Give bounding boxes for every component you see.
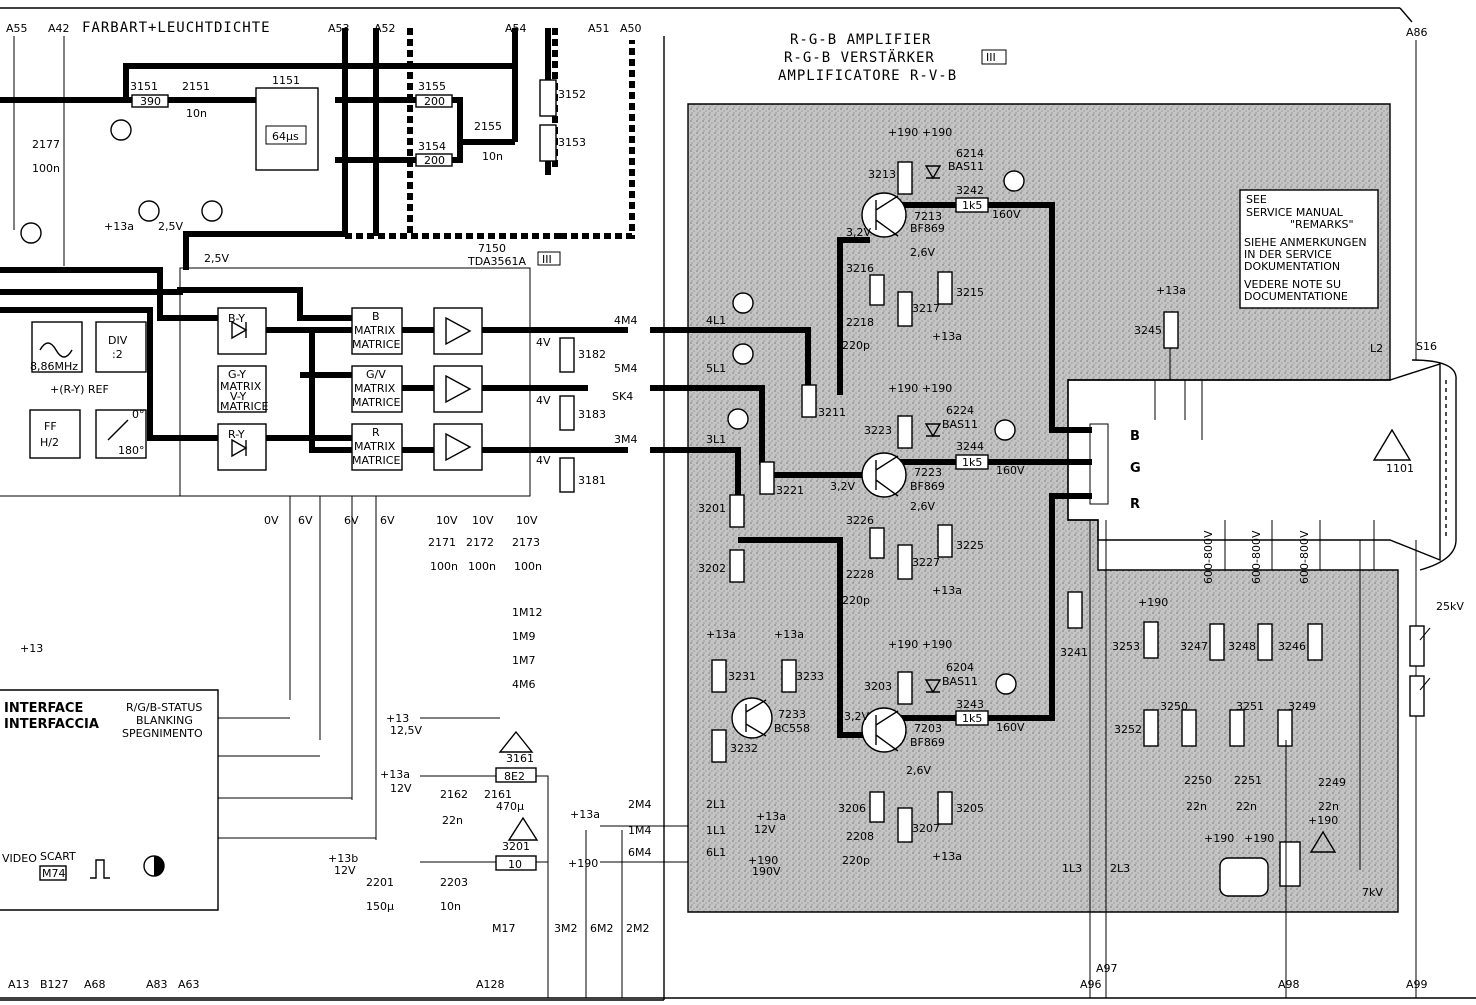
ff-block	[29, 409, 81, 459]
service-note	[1239, 189, 1379, 309]
r-y-demod	[217, 423, 267, 471]
r-matrix	[351, 423, 403, 471]
b-matrix	[351, 307, 403, 355]
div-block	[95, 321, 147, 373]
crt-tube	[1067, 359, 1457, 571]
oscillator-block	[31, 321, 83, 373]
transistor-7213	[861, 192, 907, 238]
transistor-7203	[861, 707, 907, 753]
g-matrix	[351, 365, 403, 413]
g-amp	[433, 365, 483, 413]
b-y-demod	[217, 307, 267, 355]
b-amp	[433, 307, 483, 355]
delay-line	[255, 87, 319, 171]
transistor-7233	[731, 697, 773, 739]
r-amp	[433, 423, 483, 471]
transistor-7223	[861, 452, 907, 498]
switch-block	[95, 409, 147, 459]
g-y-matrix	[217, 365, 267, 413]
